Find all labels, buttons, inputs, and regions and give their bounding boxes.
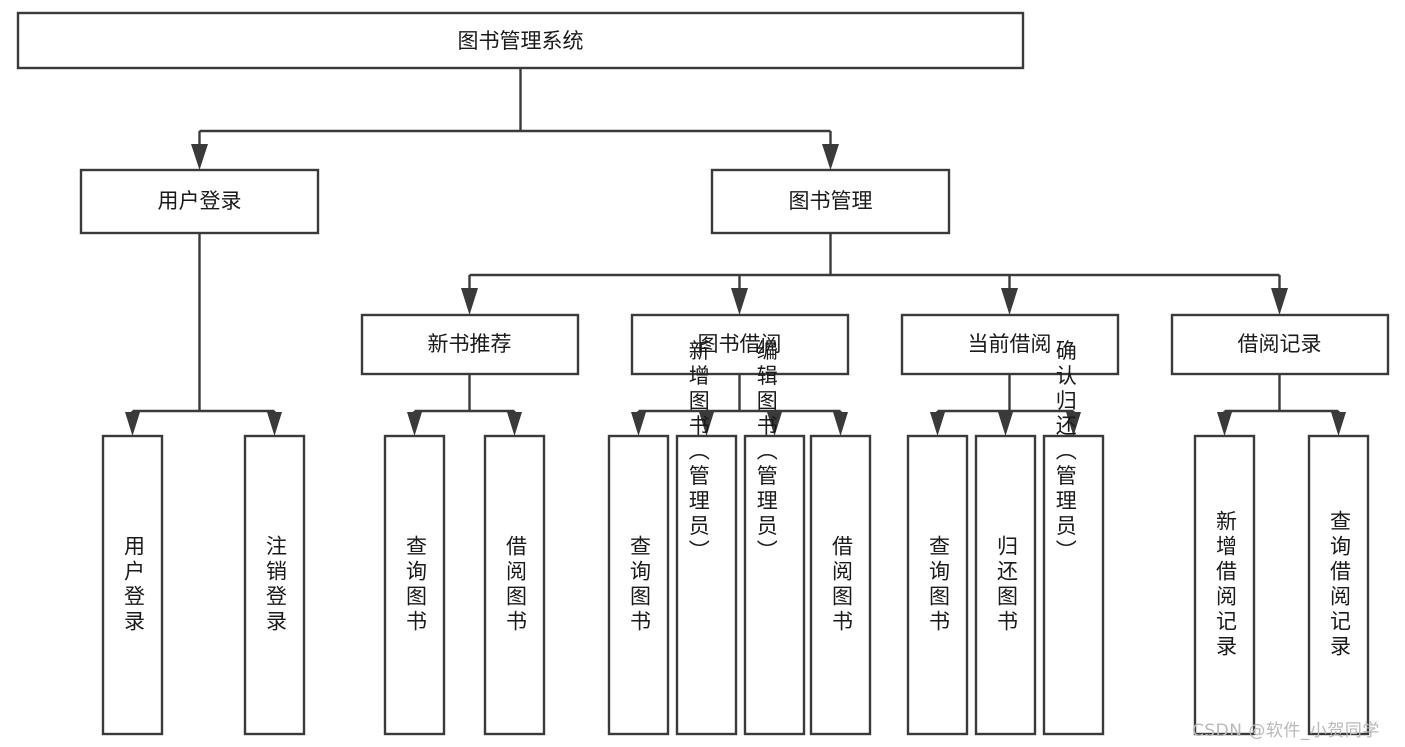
node-box-leaf-borrow-book-2 (809, 434, 872, 736)
arrow-head-book-manage (822, 144, 839, 170)
node-label-leaf-add-book: 新增图书（管理员） (686, 340, 710, 565)
node-leaf-user-login[interactable]: 用户登录 (101, 434, 164, 736)
node-box-leaf-user-login (101, 434, 164, 736)
node-box-leaf-query-book-3 (906, 434, 969, 736)
node-box-leaf-add-record (1193, 434, 1256, 736)
connectors-userlogin-to-leaves (125, 233, 282, 436)
node-label-user-login: 用户登录 (158, 189, 242, 213)
node-box-borrow-record (1170, 313, 1390, 376)
node-label-leaf-query-book-2: 查询图书 (628, 535, 652, 635)
node-leaf-query-record[interactable]: 查询借阅记录 (1307, 434, 1370, 736)
node-label-leaf-user-login: 用户登录 (122, 535, 146, 635)
arrow-head-leaf-borrow-book-2 (833, 412, 848, 436)
node-leaf-query-book-2[interactable]: 查询图书 (607, 434, 670, 736)
node-box-leaf-query-book-1 (383, 434, 446, 736)
node-leaf-add-book[interactable]: 新增图书（管理员） (675, 340, 738, 736)
node-book-management[interactable]: 图书管理 (710, 168, 951, 235)
arrow-head-leaf-user-login (125, 412, 140, 436)
node-box-book-management (710, 168, 951, 235)
connectors-borrowrecord-to-leaves (1217, 374, 1346, 436)
node-label-leaf-query-book-1: 查询图书 (404, 535, 428, 635)
node-label-new-book-recommendation: 新书推荐 (428, 332, 512, 356)
connectors-bookmanage-to-level2 (461, 233, 1288, 315)
node-label-leaf-add-record: 新增借阅记录 (1214, 510, 1238, 660)
arrow-head-current-borrow (1001, 288, 1018, 315)
arrow-head-leaf-add-book (699, 412, 714, 436)
node-label-leaf-borrow-book-2: 借阅图书 (830, 535, 854, 635)
connectors-root-to-level1 (191, 68, 839, 170)
node-box-leaf-borrow-book-1 (483, 434, 546, 736)
connectors-currentborrow-to-leaves (930, 374, 1081, 436)
node-label-leaf-query-book-3: 查询图书 (927, 535, 951, 635)
arrow-head-user-login (191, 144, 208, 170)
arrow-head-leaf-query-book-1 (407, 412, 422, 436)
arrow-head-leaf-query-book-2 (631, 412, 646, 436)
arrow-head-leaf-query-book-3 (930, 412, 945, 436)
arrow-head-new-book-rec (461, 288, 478, 315)
node-leaf-add-record[interactable]: 新增借阅记录 (1193, 434, 1256, 736)
node-leaf-logout[interactable]: 注销登录 (243, 434, 306, 736)
node-box-current-borrow (900, 313, 1120, 376)
node-label-book-borrow: 图书借阅 (698, 332, 782, 356)
node-label-leaf-return-book: 归还图书 (995, 535, 1019, 635)
node-leaf-confirm-return[interactable]: 确认归还（管理员） (1042, 340, 1105, 736)
arrow-head-leaf-logout (267, 412, 282, 436)
node-label-leaf-borrow-book-1: 借阅图书 (504, 535, 528, 635)
arrow-head-leaf-add-record (1217, 412, 1232, 436)
node-leaf-query-book-3[interactable]: 查询图书 (906, 434, 969, 736)
node-box-leaf-confirm-return (1042, 434, 1105, 736)
node-leaf-query-book-1[interactable]: 查询图书 (383, 434, 446, 736)
node-box-leaf-return-book (974, 434, 1037, 736)
connectors-bookborrow-to-leaves (631, 374, 848, 436)
arrow-head-leaf-return-book (998, 412, 1013, 436)
node-label-leaf-query-record: 查询借阅记录 (1328, 510, 1352, 660)
arrow-head-borrow-record (1271, 288, 1288, 315)
node-current-borrow[interactable]: 当前借阅 (900, 313, 1120, 376)
node-box-leaf-query-record (1307, 434, 1370, 736)
node-label-root: 图书管理系统 (458, 29, 584, 53)
arrow-head-leaf-edit-book (767, 412, 782, 436)
node-book-borrow[interactable]: 图书借阅 (630, 313, 850, 376)
node-label-borrow-record: 借阅记录 (1238, 332, 1322, 356)
node-borrow-record[interactable]: 借阅记录 (1170, 313, 1390, 376)
arrow-head-book-borrow (731, 288, 748, 315)
node-label-book-management: 图书管理 (789, 189, 873, 213)
node-box-leaf-logout (243, 434, 306, 736)
node-box-leaf-edit-book (743, 434, 806, 736)
node-label-leaf-logout: 注销登录 (264, 535, 288, 635)
node-box-user-login (79, 168, 320, 235)
node-leaf-borrow-book-1[interactable]: 借阅图书 (483, 434, 546, 736)
node-leaf-borrow-book-2[interactable]: 借阅图书 (809, 434, 872, 736)
arrow-head-leaf-confirm-return (1066, 412, 1081, 436)
node-label-leaf-confirm-return: 确认归还（管理员） (1053, 340, 1077, 565)
node-box-book-borrow (630, 313, 850, 376)
node-leaf-return-book[interactable]: 归还图书 (974, 434, 1037, 736)
arrow-head-leaf-query-record (1331, 412, 1346, 436)
node-box-root (16, 11, 1025, 70)
node-box-new-book-recommendation (360, 313, 580, 376)
node-root-book-management-system[interactable]: 图书管理系统 (16, 11, 1025, 70)
node-new-book-recommendation[interactable]: 新书推荐 (360, 313, 580, 376)
connectors-newbookrec-to-leaves (407, 374, 522, 436)
node-label-current-borrow: 当前借阅 (968, 332, 1052, 356)
node-box-leaf-query-book-2 (607, 434, 670, 736)
node-user-login[interactable]: 用户登录 (79, 168, 320, 235)
node-label-leaf-edit-book: 编辑图书（管理员） (754, 340, 778, 565)
arrow-head-leaf-borrow-book-1 (507, 412, 522, 436)
node-box-leaf-add-book (675, 434, 738, 736)
node-leaf-edit-book[interactable]: 编辑图书（管理员） (743, 340, 806, 736)
